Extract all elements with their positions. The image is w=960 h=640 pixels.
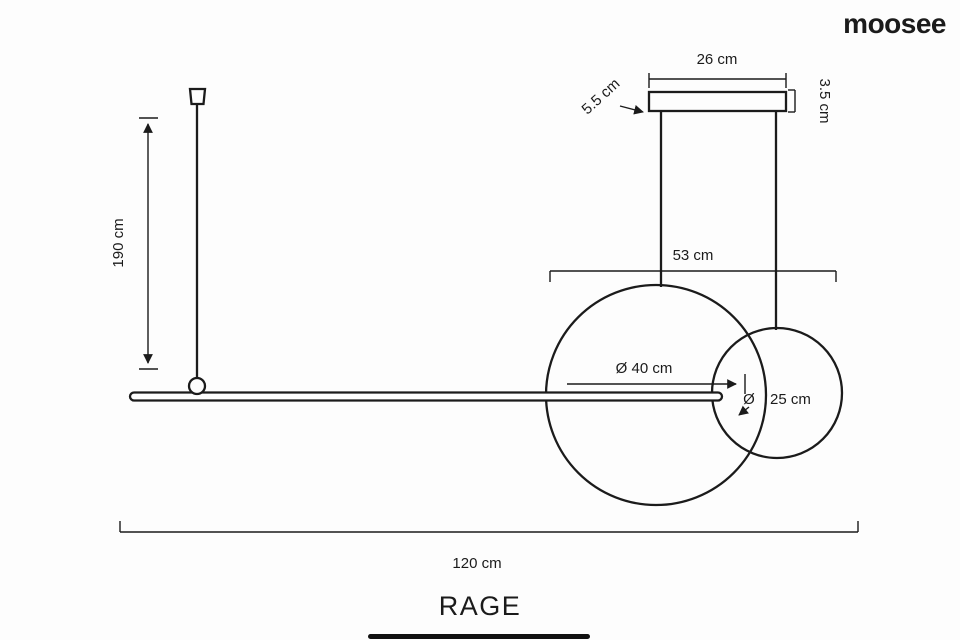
- dim-small-ring-symbol: Ø: [743, 391, 755, 408]
- dim-total-length-label: 120 cm: [452, 555, 501, 572]
- dim-large-ring-label: Ø 40 cm: [616, 360, 673, 377]
- bottom-indicator-bar: [368, 634, 590, 639]
- brand-logo: moosee: [843, 8, 946, 39]
- dim-small-ring-label: 25 cm: [770, 391, 811, 408]
- dim-canopy-depth-label: 5.5 cm: [579, 75, 624, 118]
- dim-canopy-depth-leader: [619, 105, 644, 115]
- light-bar: [128, 391, 724, 402]
- dim-suspension-height-label: 190 cm: [110, 218, 127, 267]
- dim-canopy-height-label: 3.5 cm: [816, 78, 833, 123]
- dim-rings-span-label: 53 cm: [673, 247, 714, 264]
- product-name: RAGE: [439, 591, 522, 621]
- dim-canopy-width-label: 26 cm: [697, 51, 738, 68]
- wire-ring-connector: [187, 376, 207, 396]
- canopy: [647, 90, 788, 113]
- dim-small-ring-leader: [738, 405, 750, 416]
- ceiling-cap: [188, 87, 207, 106]
